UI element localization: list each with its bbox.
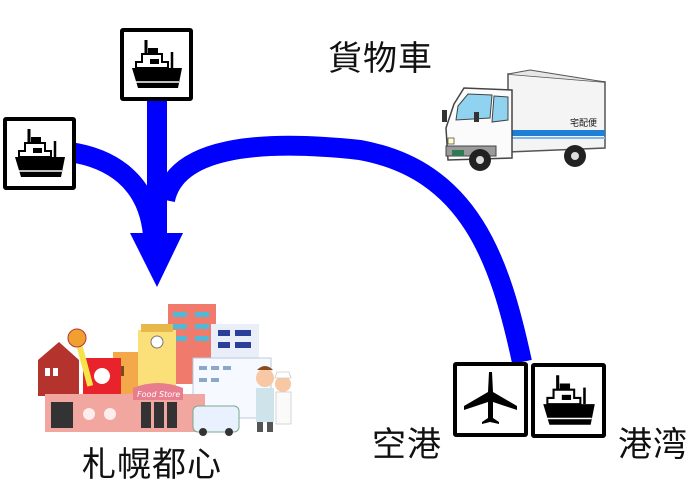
airport-label: 空港 <box>372 425 442 465</box>
flow-airport-harbor <box>155 135 532 365</box>
harbor-icon-box <box>531 363 606 438</box>
arrow-head <box>130 233 183 287</box>
ship-icon <box>132 40 182 88</box>
flow-left-ship <box>68 142 163 237</box>
city-label: 札幌都心 <box>82 445 222 485</box>
store-sign: Food Store <box>137 390 180 399</box>
ship-icon <box>15 129 65 177</box>
truck-illustration: 宅配便 <box>440 68 610 180</box>
harbor-label: 港湾 <box>618 425 688 465</box>
truck-sign: 宅配便 <box>570 117 597 129</box>
ship-icon-top <box>120 28 193 101</box>
city-illustration: Food Store <box>33 296 301 438</box>
airport-icon-box <box>453 362 528 437</box>
airplane-icon <box>464 372 517 424</box>
truck-label: 貨物車 <box>328 39 433 79</box>
ship-icon-left <box>3 117 76 190</box>
ship-icon <box>543 375 595 425</box>
